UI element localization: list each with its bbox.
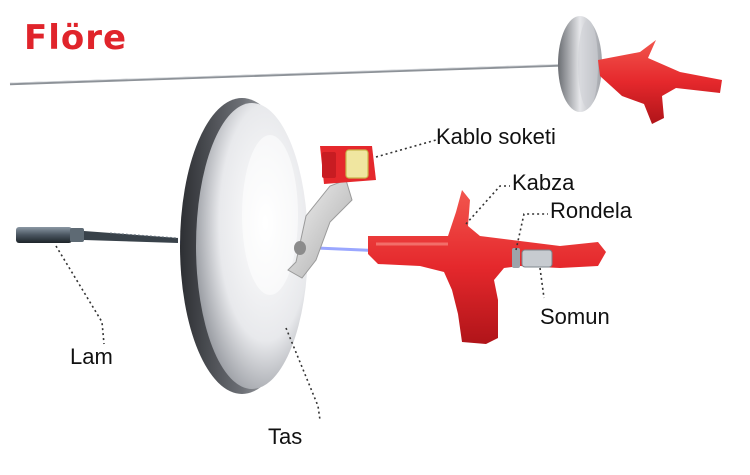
- leader-socket: [375, 139, 437, 158]
- washer-nut: [512, 248, 553, 268]
- page-title: Flöre: [24, 18, 128, 58]
- assembled-foil: [9, 16, 722, 124]
- leader-nut: [539, 267, 545, 299]
- label-washer: Rondela: [550, 198, 632, 223]
- assembled-grip: [598, 40, 722, 124]
- label-socket: Kablo soketi: [436, 124, 556, 149]
- leader-blade: [55, 245, 105, 345]
- label-blade: Lam: [70, 344, 113, 369]
- assembled-blade: [9, 63, 573, 86]
- grip: [368, 190, 606, 344]
- washer: [512, 248, 520, 268]
- blade: [16, 227, 179, 243]
- label-grip: Kabza: [512, 170, 575, 195]
- socket-bracket: [287, 146, 376, 279]
- nut: [521, 249, 553, 268]
- leader-lines: [55, 139, 548, 421]
- leader-washer: [515, 213, 548, 251]
- guard-bell: [180, 98, 308, 394]
- label-nut: Somun: [540, 304, 610, 329]
- leader-grip: [465, 185, 510, 225]
- label-guard: Tas: [268, 424, 303, 449]
